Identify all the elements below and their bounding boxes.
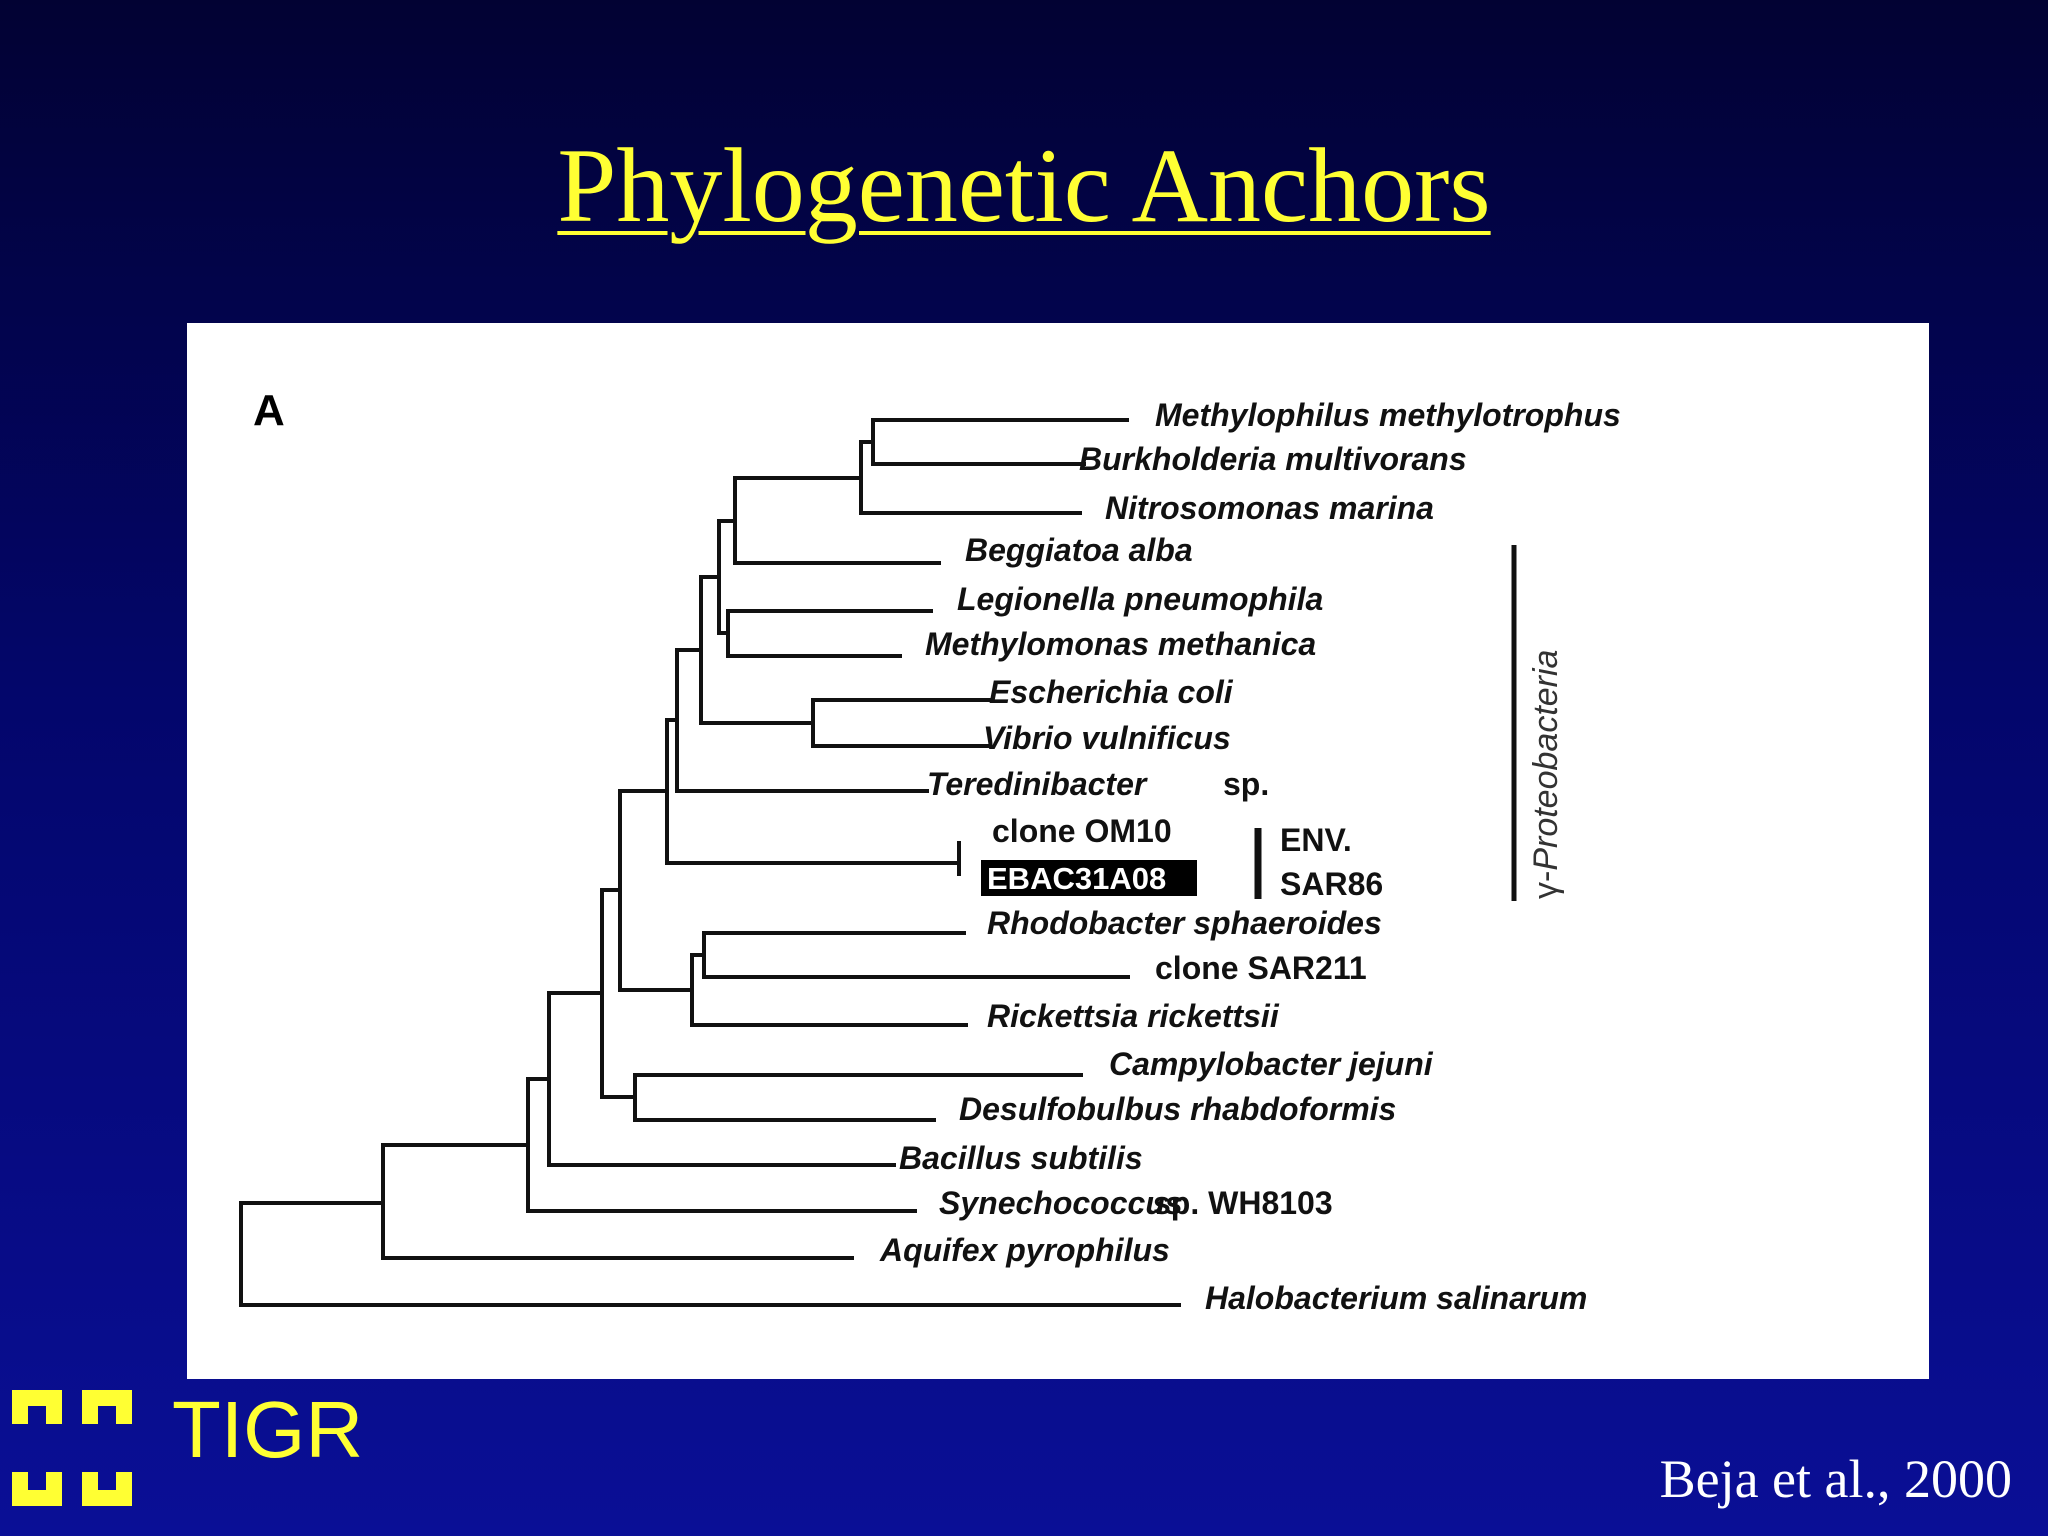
- taxon-label: Rhodobacter sphaeroides: [987, 905, 1382, 941]
- taxon-label: Synechococcus: [939, 1185, 1183, 1221]
- taxon-label: Legionella pneumophila: [957, 581, 1323, 617]
- taxon-suffix: sp. WH8103: [1153, 1185, 1333, 1221]
- taxon-label: Methylomonas methanica: [925, 626, 1316, 662]
- taxon-labels: Methylophilus methylotrophus Burkholderi…: [879, 397, 1621, 1316]
- taxon-label: clone SAR211: [1155, 950, 1367, 986]
- highlight-box: [981, 860, 1197, 896]
- phylogenetic-tree-figure: A: [187, 323, 1929, 1379]
- taxon-label: Bacillus subtilis: [899, 1140, 1143, 1176]
- taxon-label: Teredinibacter: [927, 766, 1148, 802]
- taxon-label: Aquifex pyrophilus: [879, 1232, 1170, 1268]
- taxon-label: Methylophilus methylotrophus: [1155, 397, 1621, 433]
- citation: Beja et al., 2000: [1659, 1449, 2012, 1509]
- gamma-prefix: γ-: [1527, 871, 1565, 899]
- taxon-label: Vibrio vulnificus: [983, 720, 1231, 756]
- sar86-label: SAR86: [1280, 866, 1383, 902]
- tigr-logo: TIGR: [12, 1384, 372, 1524]
- taxon-label: clone OM10: [992, 813, 1172, 849]
- panel-label: A: [253, 386, 285, 435]
- taxon-label: Rickettsia rickettsii: [987, 998, 1280, 1034]
- gamma-proteobacteria-label: γ-Proteobacteria: [1527, 650, 1565, 899]
- slide-title: Phylogenetic Anchors: [557, 127, 1491, 244]
- taxon-label: Nitrosomonas marina: [1105, 490, 1434, 526]
- taxon-label: Escherichia coli: [989, 674, 1234, 710]
- phylogenetic-tree: A: [239, 386, 1621, 1316]
- gamma-name: Proteobacteria: [1527, 650, 1565, 871]
- tigr-logo-mark: [12, 1390, 132, 1506]
- taxon-suffix: sp.: [1223, 766, 1269, 802]
- env-label: ENV.: [1280, 822, 1352, 858]
- taxon-label: Halobacterium salinarum: [1205, 1280, 1587, 1316]
- taxon-label: Campylobacter jejuni: [1109, 1046, 1434, 1082]
- group-brackets: ENV. SAR86 γ-Proteobacteria: [1254, 545, 1565, 902]
- taxon-label: Desulfobulbus rhabdoformis: [959, 1091, 1396, 1127]
- tree-branches: [239, 418, 1181, 1307]
- taxon-label: Beggiatoa alba: [965, 532, 1193, 568]
- highlighted-taxon-label: EBAC31A08: [987, 861, 1166, 896]
- taxon-label: Burkholderia multivorans: [1079, 441, 1467, 477]
- logo-text: TIGR: [172, 1385, 364, 1474]
